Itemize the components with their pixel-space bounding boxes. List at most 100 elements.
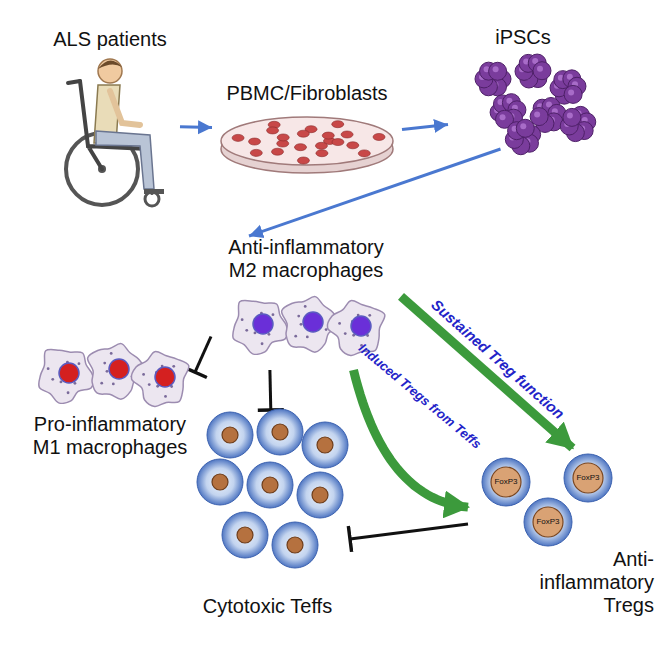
t-cell	[272, 522, 318, 568]
granule	[241, 318, 244, 321]
culture-node: PBMC/Fibroblasts	[212, 82, 402, 177]
cultured-cell	[322, 132, 334, 139]
nucleus	[253, 314, 273, 334]
marker-label: FoxP3	[536, 518, 559, 526]
granule	[172, 365, 175, 368]
cultured-cell	[267, 127, 279, 134]
granule	[148, 383, 151, 386]
connector	[268, 370, 272, 410]
stem-cell-highlight	[534, 112, 540, 118]
t-cell	[297, 472, 343, 518]
granule	[106, 370, 109, 373]
granule	[142, 373, 145, 376]
t-cell	[302, 422, 348, 468]
stem-cell	[564, 85, 582, 103]
hair	[98, 60, 122, 69]
t-cell	[257, 409, 303, 455]
t-cell-nucleus	[237, 527, 253, 543]
ipsc-node: iPSCs	[448, 26, 598, 149]
t-cell-nucleus	[491, 467, 521, 497]
granule	[297, 315, 300, 318]
cultured-cell	[315, 142, 327, 149]
stem-cell	[489, 62, 507, 80]
cultured-cell	[341, 131, 353, 138]
illustration: FoxP3FoxP3FoxP3	[468, 448, 658, 548]
patient-node: ALS patients	[40, 28, 180, 211]
connector	[402, 124, 448, 129]
macrophage-body	[39, 349, 93, 403]
macrophage-group	[39, 344, 189, 407]
cultured-cell	[277, 134, 289, 141]
stem-cell-highlight	[567, 112, 573, 118]
t-cell-nucleus	[533, 507, 563, 537]
t-cell	[564, 454, 612, 502]
cultured-cell	[332, 121, 344, 128]
granule	[368, 314, 371, 317]
cultured-cell	[358, 150, 370, 157]
nucleus	[109, 359, 129, 379]
granule	[164, 395, 167, 398]
t-cell	[247, 462, 293, 508]
node-label: PBMC/Fibroblasts	[212, 82, 402, 105]
patient-figure	[66, 59, 164, 206]
treg-cell: FoxP3	[564, 454, 612, 502]
illustration	[25, 335, 195, 413]
granule	[110, 352, 113, 355]
connector	[401, 296, 573, 448]
granule	[78, 362, 81, 365]
cultured-cell	[316, 150, 328, 157]
t-cell-nucleus	[573, 463, 603, 493]
stem-cell-highlight	[493, 66, 499, 72]
macrophage-body	[233, 300, 287, 354]
cultured-cell	[250, 149, 262, 156]
t-cell	[524, 498, 572, 546]
t-cell	[222, 512, 268, 558]
treg-node: FoxP3FoxP3FoxP3Anti-inflammatory Tregs	[468, 448, 658, 617]
node-label: iPSCs	[448, 26, 598, 49]
t-cell	[197, 459, 243, 505]
nucleus	[351, 316, 371, 336]
body-legs	[96, 131, 154, 189]
stem-cell-highlight	[568, 89, 574, 95]
granule	[67, 391, 70, 394]
stem-cell	[516, 119, 534, 137]
t-cell-nucleus	[262, 477, 278, 493]
connector	[180, 125, 212, 129]
connector	[350, 524, 468, 539]
cultured-cell	[295, 144, 307, 151]
culture-dish	[221, 117, 393, 173]
stem-cell	[533, 62, 551, 80]
granule	[344, 332, 347, 335]
granule	[103, 362, 106, 365]
dish-rim	[221, 117, 393, 165]
granule	[300, 323, 303, 326]
granule	[51, 378, 54, 381]
t-cell-nucleus	[317, 437, 333, 453]
illustration	[40, 51, 180, 211]
nucleus	[155, 367, 175, 387]
stem-cell	[563, 108, 581, 126]
t-cell-nucleus	[312, 487, 328, 503]
macrophage-body	[327, 301, 385, 356]
granule	[338, 322, 341, 325]
cultured-cell	[332, 139, 344, 146]
granule	[261, 342, 264, 345]
head	[98, 59, 122, 83]
illustration-svg	[185, 410, 350, 595]
t-cell-nucleus	[222, 427, 238, 443]
cultured-cell	[272, 148, 284, 155]
nucleus	[59, 363, 79, 383]
illustration	[448, 49, 598, 149]
stem-cell-highlight	[520, 123, 526, 129]
cultured-cell	[297, 157, 309, 164]
node-label: Anti-inflammatory Tregs	[530, 548, 658, 617]
illustration	[185, 410, 350, 595]
macrophage-body	[131, 352, 189, 407]
granule	[245, 329, 248, 332]
teff-node: Cytotoxic Teffs	[185, 410, 350, 618]
stem-cell-highlight	[500, 114, 506, 120]
t-cell-nucleus	[287, 537, 303, 553]
illustration-svg	[212, 105, 402, 177]
stem-cell-highlight	[537, 66, 543, 72]
